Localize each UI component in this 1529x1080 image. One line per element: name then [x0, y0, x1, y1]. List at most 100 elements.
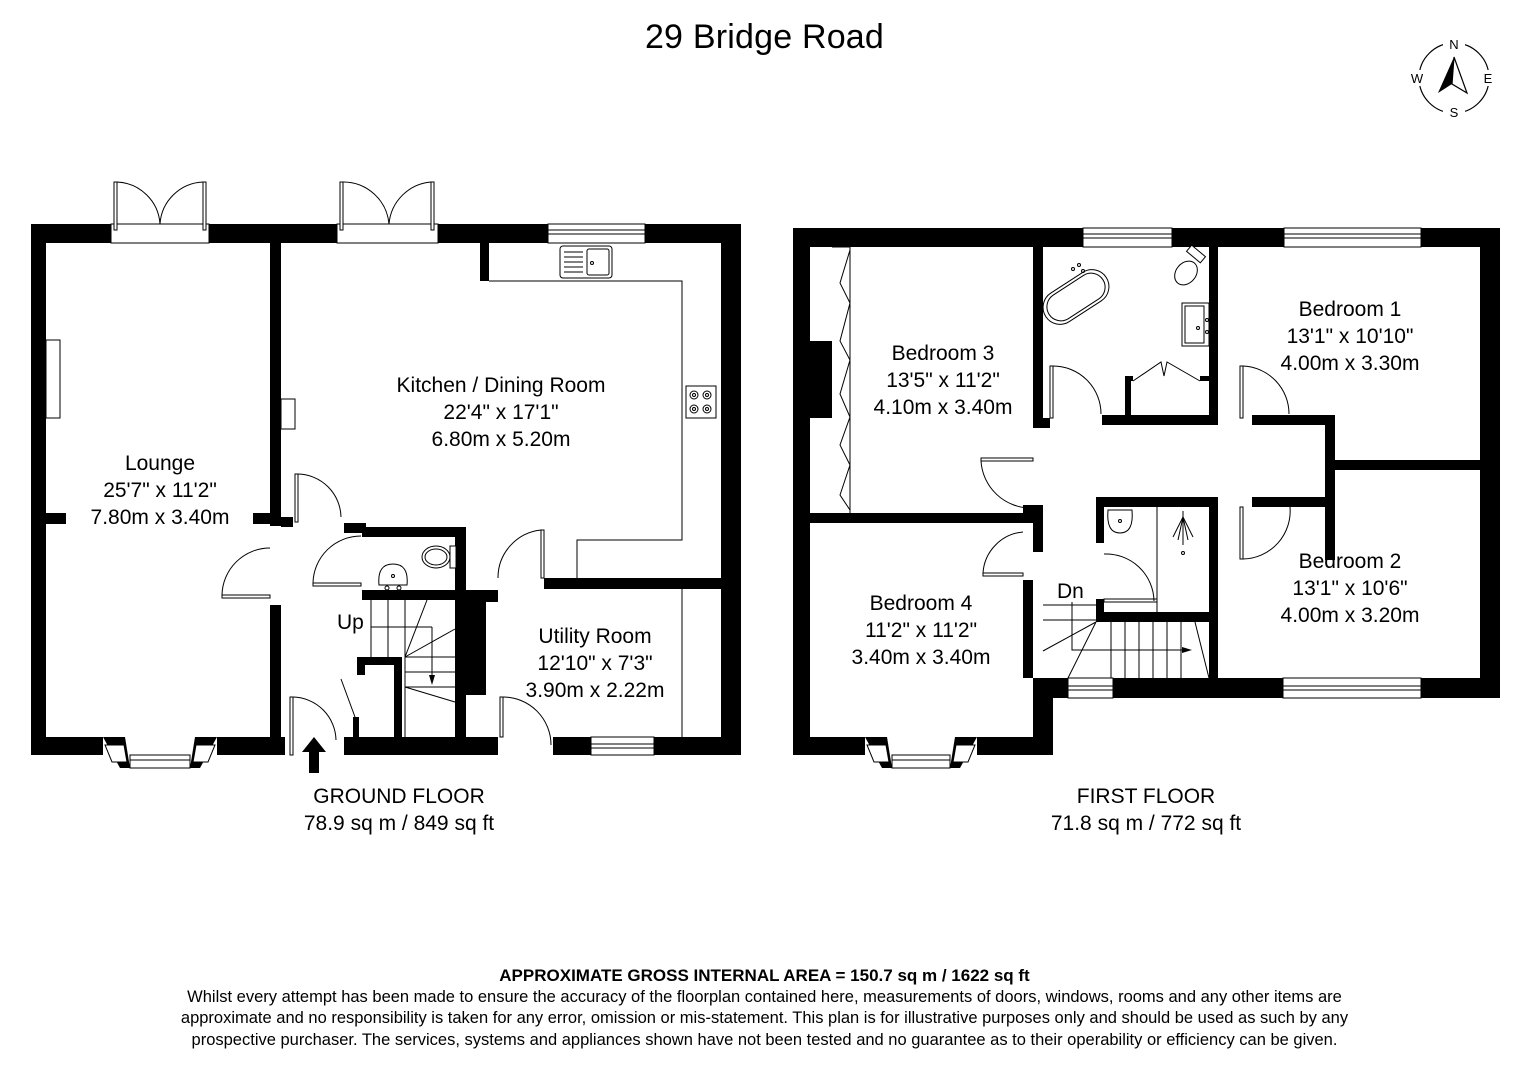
compass-rose-icon: N E S W [1410, 36, 1498, 120]
basin-icon [378, 563, 408, 591]
stair-direction-arrow [1071, 602, 1186, 651]
wall [394, 657, 402, 737]
room-label-bedroom-1: Bedroom 1 13'1" x 10'10" 4.00m x 3.30m [1281, 296, 1420, 377]
door-icon [294, 473, 342, 523]
wall [1125, 376, 1131, 415]
disclaimer-line: approximate and no responsibility is tak… [180, 1009, 1349, 1027]
wall [1096, 599, 1104, 619]
window-icon [1082, 227, 1173, 248]
window-icon [1067, 677, 1114, 699]
room-size-metric: 7.80m x 3.40m [90, 506, 230, 529]
cupboard-door [340, 678, 356, 718]
floor-area: 71.8 sq m / 772 sq ft [1050, 812, 1242, 835]
disclaimer-line: prospective purchaser. The services, sys… [191, 1030, 1338, 1049]
wall [1252, 415, 1330, 425]
wall [1113, 678, 1283, 698]
wall [209, 224, 337, 243]
kitchen-sink-icon [559, 245, 613, 279]
room-label-bedroom-3: Bedroom 3 13'5" x 11'2" 4.10m x 3.40m [874, 340, 1013, 421]
room-size-imperial: 13'1" x 10'10" [1286, 325, 1414, 348]
room-name: Bedroom 2 [1298, 550, 1402, 573]
chimney-breast [280, 398, 296, 430]
room-size-metric: 4.00m x 3.20m [1280, 604, 1420, 627]
compass-ring [1418, 42, 1490, 114]
toilet-icon [421, 545, 457, 569]
wall [1033, 247, 1043, 418]
floor-area: 78.9 sq m / 849 sq ft [303, 812, 495, 835]
wall [1480, 228, 1500, 698]
ground-floor-caption: GROUND FLOOR 78.9 sq m / 849 sq ft [304, 783, 494, 837]
door-icon [1103, 553, 1158, 603]
wall [466, 590, 486, 695]
first-floor-plan [793, 227, 1500, 769]
wall [1200, 376, 1209, 381]
staircase [1042, 602, 1210, 679]
wall [1421, 678, 1500, 698]
wall [1209, 247, 1218, 425]
north-arrow-icon [1438, 57, 1454, 93]
stairs-up-label: Up [337, 611, 364, 634]
compass-east: E [1484, 71, 1493, 86]
disclaimer-line: Whilst every attempt has been made to en… [187, 987, 1342, 1006]
wall [270, 605, 281, 737]
door-icon [221, 547, 271, 599]
wall [344, 737, 498, 755]
wall [46, 513, 66, 524]
room-size-imperial: 12'10" x 7'3" [537, 652, 653, 675]
wardrobe [832, 246, 851, 513]
stairs-down-label: Dn [1057, 580, 1084, 603]
door-icon [982, 531, 1024, 577]
compass-south: S [1450, 105, 1459, 120]
chimney-breast [810, 341, 832, 418]
worktop [489, 280, 683, 578]
room-size-imperial: 13'5" x 11'2" [886, 369, 1000, 392]
wall [270, 243, 281, 526]
footer: APPROXIMATE GROSS INTERNAL AREA = 150.7 … [0, 965, 1529, 1051]
room-name: Kitchen / Dining Room [396, 374, 606, 397]
wall [1096, 497, 1104, 543]
wardrobe-doors [839, 249, 851, 511]
wall [480, 243, 489, 281]
wall [1096, 612, 1214, 622]
door-icon [1239, 365, 1290, 419]
property-title: 29 Bridge Road [644, 18, 885, 56]
wall [455, 527, 466, 737]
room-size-metric: 3.90m x 2.22m [525, 679, 665, 702]
wall [645, 224, 741, 243]
door-icon [497, 529, 545, 579]
wall [357, 657, 365, 675]
bay-window-icon [103, 737, 217, 769]
compass-north: N [1449, 37, 1458, 52]
floor-name: FIRST FLOOR [1076, 785, 1216, 808]
wall [793, 228, 810, 755]
wall [1096, 497, 1214, 507]
door-icon [980, 457, 1034, 509]
wall [553, 737, 591, 755]
shower-icon [1172, 511, 1194, 555]
room-size-metric: 4.00m x 3.30m [1280, 352, 1420, 375]
wall [1125, 376, 1133, 381]
wall [654, 737, 741, 755]
basin-icon [1107, 509, 1133, 534]
wall [31, 737, 103, 755]
room-name: Bedroom 1 [1298, 298, 1402, 321]
door-icon [1239, 506, 1291, 560]
room-size-metric: 4.10m x 3.40m [873, 396, 1013, 419]
wall [217, 737, 285, 755]
wall [721, 224, 741, 755]
room-name: Lounge [124, 452, 196, 475]
window-icon [590, 736, 655, 756]
wall [1023, 580, 1033, 678]
room-size-metric: 6.80m x 5.20m [431, 428, 571, 451]
wall [1172, 228, 1284, 247]
wall [544, 578, 721, 589]
bath-icon [1042, 263, 1110, 325]
wall [362, 527, 466, 537]
wall [1209, 497, 1218, 678]
room-label-utility: Utility Room 12'10" x 7'3" 3.90m x 2.22m [526, 623, 665, 704]
window-icon [1283, 227, 1422, 248]
gross-internal-area: APPROXIMATE GROSS INTERNAL AREA = 150.7 … [499, 966, 1030, 985]
floor-name: GROUND FLOOR [313, 785, 485, 808]
wall [31, 224, 111, 243]
